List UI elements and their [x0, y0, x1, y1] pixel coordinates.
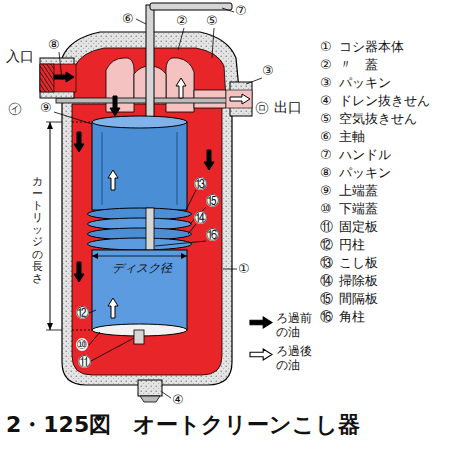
part-name: パッキン	[339, 76, 391, 91]
callout-number: ⑧	[48, 38, 60, 51]
part-name: 〃 蓋	[339, 58, 378, 73]
port-label: 入口	[6, 48, 34, 64]
callout-number: ①	[238, 262, 250, 275]
part-name: パッキン	[339, 166, 391, 181]
part-number: ⑨	[320, 184, 332, 199]
port-mark: ㋺	[255, 99, 269, 115]
callout-number: ⑨	[40, 101, 52, 114]
part-name: こし板	[339, 256, 378, 271]
part-name: ハンドル	[339, 148, 391, 163]
part-number: ⑤	[320, 112, 332, 127]
callout-number: ⑮	[206, 194, 219, 207]
part-number: ⑭	[320, 274, 333, 289]
part-number: ⑬	[320, 256, 333, 271]
part-name: 角柱	[339, 310, 365, 325]
callout-number: ⑬	[194, 177, 207, 190]
port-label: 出口	[274, 99, 302, 115]
part-number: ⑪	[320, 220, 333, 235]
dimension-label: ディスク径	[112, 262, 172, 276]
part-number: ⑫	[320, 238, 333, 253]
callout-number: ②	[176, 14, 188, 27]
part-name: 主軸	[339, 130, 365, 145]
dimension-label: カートリッジの長さ	[32, 176, 43, 285]
part-number: ⑩	[320, 202, 332, 217]
part-number: ③	[320, 76, 332, 91]
part-number: ⑯	[320, 310, 333, 325]
callout-number: ⑤	[206, 14, 218, 27]
part-number: ④	[320, 94, 332, 109]
figure-caption: 2・125図 オートクリーンこし器	[6, 412, 360, 437]
part-number: ②	[320, 58, 332, 73]
callout-number: ⑥	[122, 12, 134, 25]
callout-number: ⑭	[194, 211, 207, 224]
part-name: 掃除板	[339, 274, 378, 289]
port-mark: ㋑	[8, 100, 22, 116]
callout-number: ④	[172, 393, 184, 406]
part-number: ①	[320, 40, 332, 55]
part-name: 下端蓋	[339, 202, 378, 217]
part-number: ⑮	[320, 292, 333, 307]
callout-number: ③	[262, 64, 274, 77]
part-number: ⑦	[320, 148, 332, 163]
legend-text: ろ過後の油	[276, 344, 314, 373]
part-name: コシ器本体	[339, 40, 404, 55]
callout-number: ⑯	[206, 228, 219, 241]
part-name: 円柱	[339, 238, 365, 253]
callout-number: ⑦	[235, 4, 247, 17]
legend-text: ろ過前の油	[276, 311, 314, 340]
part-name: 間隔板	[339, 292, 378, 307]
part-name: 空気抜きせん	[339, 112, 417, 127]
callout-number: ⑪	[78, 355, 91, 368]
part-name: 固定板	[339, 220, 378, 235]
part-number: ⑧	[320, 166, 332, 181]
part-name: 上端蓋	[339, 184, 378, 199]
part-number: ⑥	[320, 130, 332, 145]
part-name: ドレン抜きせん	[339, 94, 430, 109]
callout-number: ⑫	[76, 306, 89, 319]
callout-number: ⑩	[76, 338, 88, 351]
